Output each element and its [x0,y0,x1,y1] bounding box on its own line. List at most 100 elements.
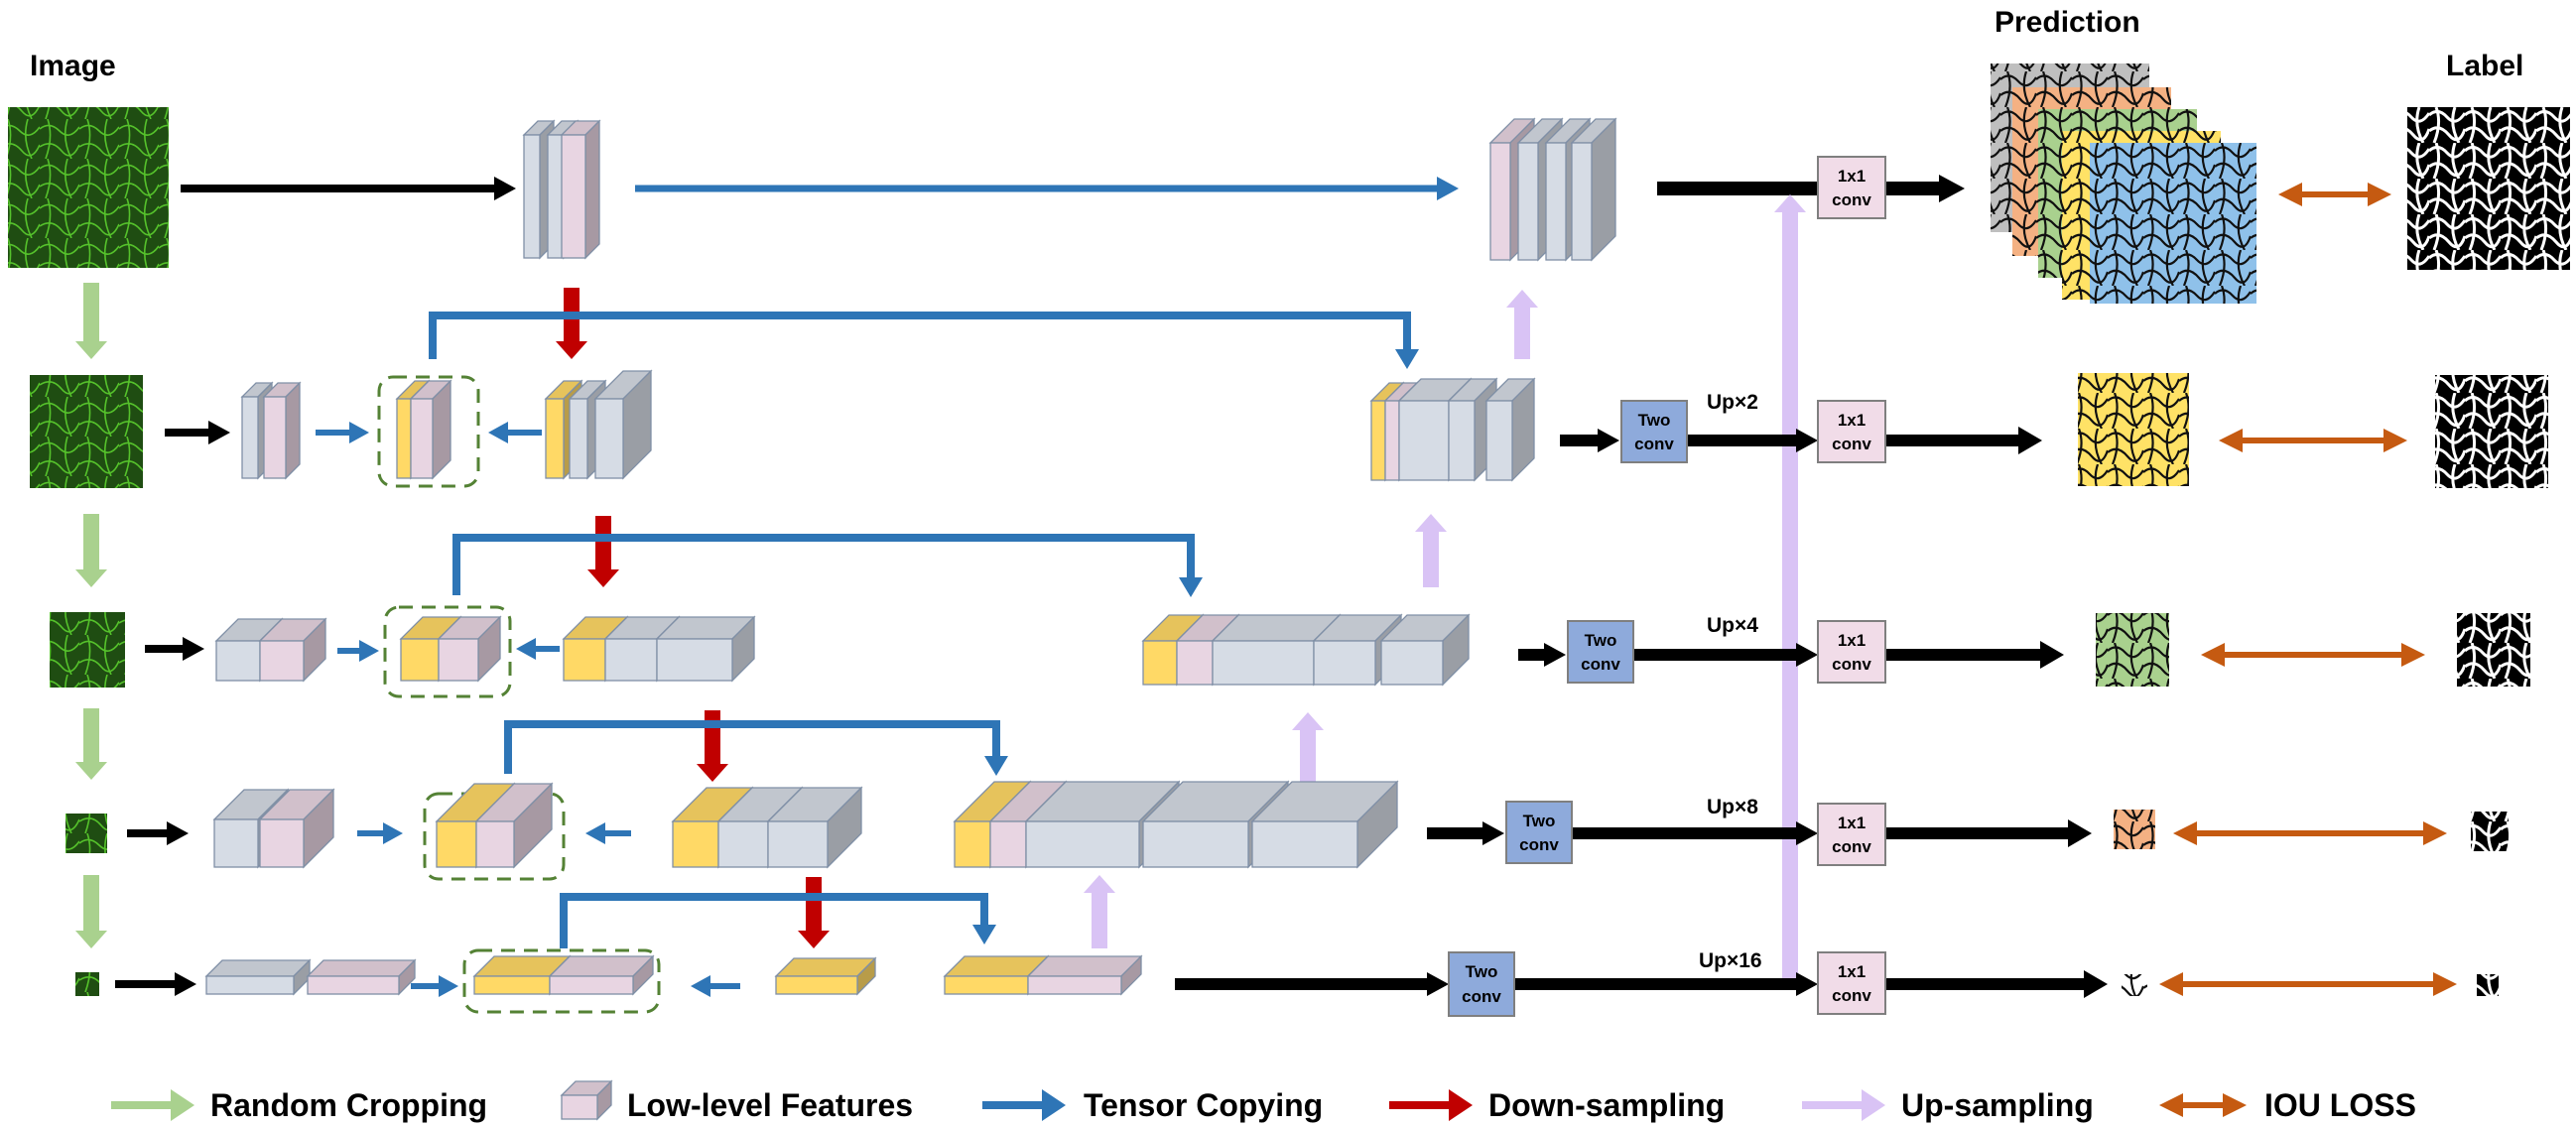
legend-tensor-copying-arrow-head [1042,1089,1066,1121]
encoder-row4-block-2 [258,788,335,869]
iou-loss-arrow-row3-head-right [2401,643,2425,667]
label-image-row5 [2477,974,2499,996]
random-cropping-arrow-3 [75,708,107,780]
image-heading: Image [30,50,116,82]
legend-iou-loss-label: IOU LOSS [2264,1087,2416,1123]
skip-row5-pink [548,954,655,996]
input-image-row2 [30,375,143,488]
conv1x1-box-row3: 1x1 conv [1817,620,1886,684]
prediction-layer-blue-texture [2090,143,2256,304]
svg-text:1x1: 1x1 [1838,962,1866,981]
two-conv-box-row3: Two conv [1567,620,1634,684]
skip-row2-pink [409,379,452,480]
output-arrow-row5a-head [1427,972,1449,996]
up-x8-label: Up×8 [1707,796,1758,818]
iou-loss-arrow-row2-head-right [2383,429,2407,452]
encoder2-row2-gray-2 [593,369,653,480]
svg-text:Two: Two [1638,411,1671,430]
svg-text:conv: conv [1832,655,1871,674]
input-arrow-row1-head [494,177,516,200]
iou-loss-arrow-row2-head-left [2219,429,2243,452]
encoder-row2-block-2 [262,381,302,480]
legend-low-level-features-icon [560,1079,613,1121]
output-arrow-row3b-head [1796,643,1818,667]
svg-text:conv: conv [1832,986,1871,1005]
input-image-row3 [50,612,125,688]
svg-text:1x1: 1x1 [1838,814,1866,832]
encoder-row3-block-2 [258,617,327,683]
output-arrow-row3a-head [1544,643,1566,667]
input-arrow-row4-head [167,821,189,845]
tensor-copy-arrow-row1-head [1437,177,1459,200]
skip-connection-row3-head [1179,577,1203,597]
svg-text:conv: conv [1519,835,1559,854]
skip-connection-row5-line [560,893,988,948]
up-sampling-arrow-row5 [1084,875,1115,948]
legend-up-sampling-label: Up-sampling [1901,1087,2094,1123]
svg-text:Two: Two [1466,962,1498,981]
label-heading: Label [2446,50,2523,82]
prediction-heading: Prediction [1995,6,2140,39]
legend-down-sampling-arrow-head [1449,1089,1473,1121]
random-cropping-arrow-1 [75,283,107,359]
skip-connection-row4-line [504,720,1000,774]
decoder-row4-gray-3 [1250,780,1399,869]
up-sampling-arrow-long [1774,194,1806,978]
input-arrow-row2-head [208,421,230,444]
decoder-row5-pink [1026,954,1143,996]
svg-text:conv: conv [1832,190,1871,209]
legend-iou-loss-arrow-head-left [2159,1093,2183,1117]
legend-iou-loss-arrow-head-right [2223,1093,2247,1117]
input-arrow-row5-head [175,972,196,996]
legend-down-sampling-label: Down-sampling [1488,1087,1725,1123]
two-conv-box-row5: Two conv [1448,951,1515,1017]
down-sampling-arrow-4 [798,877,830,948]
skip-row4-pink [474,782,554,869]
decoder-row3-gray-3 [1379,613,1471,687]
tensor-copy-arrow-row4b-head [585,822,605,844]
input-image-row4 [65,814,107,853]
legend-random-cropping-arrow-head [171,1089,194,1121]
up-x2-label: Up×2 [1707,391,1758,414]
two-conv-box-row2: Two conv [1620,400,1688,463]
encoder2-row3-yellow [562,615,629,683]
two-conv-box-row4: Two conv [1505,801,1573,864]
iou-loss-arrow-row4-head-left [2173,821,2197,845]
skip-connection-row3-line [452,534,1195,595]
output-arrow-row2b-head [1796,429,1818,452]
output-arrow-row1-head [1939,175,1965,202]
decoder-row2-gray-3 [1484,377,1536,482]
svg-text:conv: conv [1832,435,1871,453]
output-arrow-row3c-head [2040,641,2064,669]
svg-text:Two: Two [1523,812,1556,830]
prediction-image-row3-texture [2096,613,2169,687]
prediction-image-row5-texture [2122,974,2147,996]
output-arrow-row2c-head [2018,427,2042,454]
skip-connection-row5-head [972,925,996,944]
svg-text:Two: Two [1585,631,1617,650]
conv1x1-box-row1: 1x1 conv [1817,156,1886,219]
legend-random-cropping-label: Random Cropping [210,1087,487,1123]
tensor-copy-arrow-row3b-head [516,638,536,660]
legend-up-sampling-arrow-head [1862,1089,1885,1121]
random-cropping-arrow-4 [75,875,107,948]
skip-connection-row2-head [1395,349,1419,369]
iou-loss-arrow-row1-head-left [2278,183,2302,206]
tensor-copy-arrow-row5b-head [691,975,710,997]
input-arrow-row3-head [183,637,204,661]
svg-text:conv: conv [1581,655,1620,674]
label-image-row4 [2471,812,2509,851]
svg-text:conv: conv [1462,987,1501,1006]
label-image-row2 [2435,375,2548,488]
skip-row3-pink [437,615,502,683]
encoder-row5-block-1 [204,958,312,996]
svg-text:1x1: 1x1 [1838,631,1866,650]
tensor-copy-arrow-row4a-head [383,822,403,844]
output-arrow-row4c-head [2068,819,2092,847]
up-sampling-arrow-row4 [1292,712,1324,786]
legend-tensor-copying-label: Tensor Copying [1084,1087,1323,1123]
svg-text:1x1: 1x1 [1838,411,1866,430]
conv1x1-box-row2: 1x1 conv [1817,400,1886,463]
skip-connection-row2-line [429,312,1411,359]
svg-text:conv: conv [1634,435,1674,453]
